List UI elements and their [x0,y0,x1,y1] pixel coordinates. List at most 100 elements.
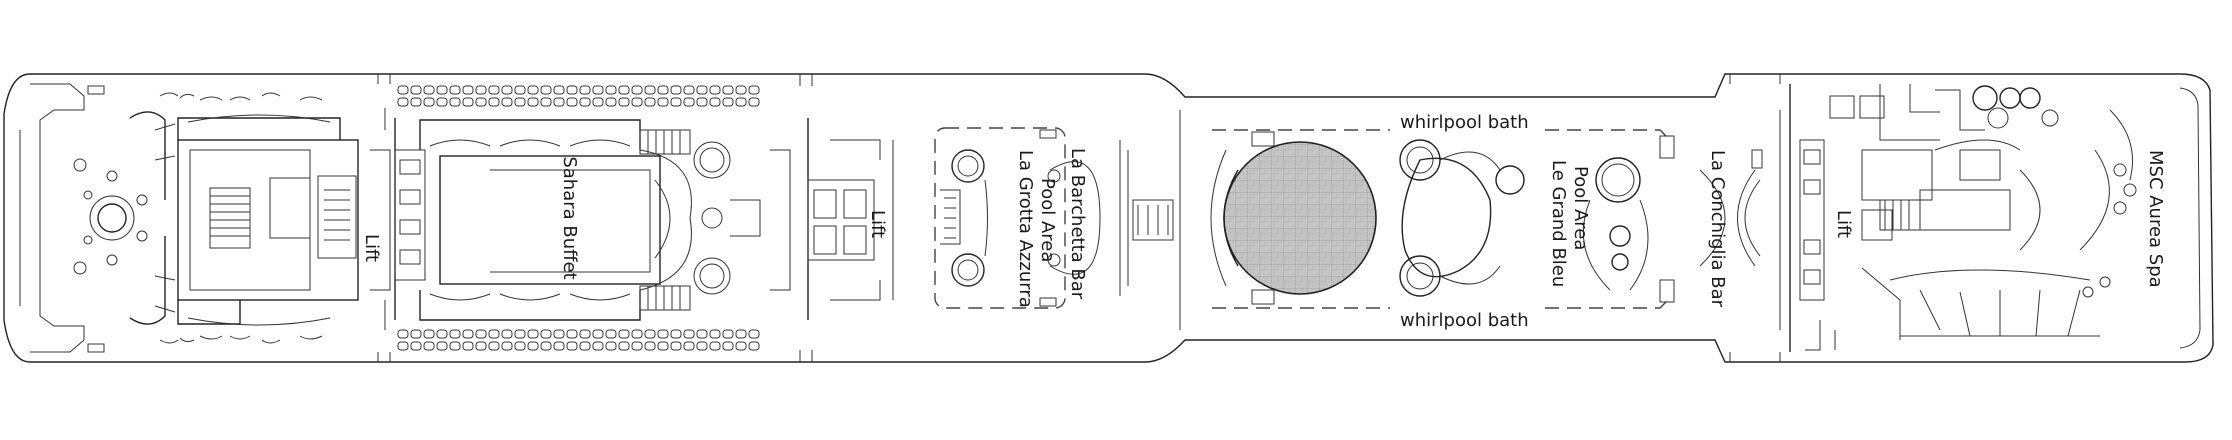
seat-icon [722,341,734,351]
seat-icon [722,85,734,95]
seat-icon [670,329,682,339]
aurea-spa-label: MSC Aurea Spa [2145,150,2166,288]
seat-icon [683,85,695,95]
seat-icon [683,97,695,107]
seat-icon [553,97,565,107]
whirlpool-icon [1495,165,1525,195]
stairs-icon [639,129,691,155]
seat-icon [436,341,448,351]
seat-icon [488,97,500,107]
seat-icon [722,97,734,107]
conchiglia-bar [1699,110,1781,330]
whirlpool-bath-label-bottom: whirlpool bath [1400,310,1529,331]
seat-icon [488,329,500,339]
seat-icon [462,329,474,339]
seat-icon [553,85,565,95]
seat-icon [449,97,461,107]
seat-icon [618,85,630,95]
pool-icon [1401,157,1492,278]
seat-icon [631,329,643,339]
seat-icon [501,85,513,95]
seat-icon [696,329,708,339]
seat-icon [423,341,435,351]
seat-icon [488,85,500,95]
seat-icon [462,85,474,95]
seat-icon [722,329,734,339]
seat-icon [735,85,747,95]
seat-icon [514,85,526,95]
seat-icon [449,85,461,95]
seat-icon [605,97,617,107]
seat-icon [592,329,604,339]
restroom-icon [1039,129,1057,139]
seat-icon [501,329,513,339]
lift-label-2: Lift [867,210,888,238]
seat-icon [748,85,760,95]
table-with-chairs-icon [73,158,148,275]
seat-icon [605,329,617,339]
seat-icon [397,97,409,107]
lift-lobby [807,118,894,320]
seat-icon [540,97,552,107]
seat-icon [644,341,656,351]
seat-icon [449,329,461,339]
seat-icon [618,97,630,107]
seat-icon [748,341,760,351]
seat-icon [579,329,591,339]
restroom-icon [1039,297,1057,307]
grotta-azzurra-pool-area [934,127,1066,309]
seat-icon [566,85,578,95]
seat-icon [423,85,435,95]
seat-icon [735,97,747,107]
seat-icon [553,341,565,351]
hull-bays [377,74,1781,362]
pool-icon [1223,141,1377,295]
seat-icon [488,341,500,351]
whirlpool-icon [951,253,985,287]
seat-icon [605,85,617,95]
seat-icon [657,85,669,95]
stairs-icon [1251,289,1275,305]
restroom-icon [87,85,105,95]
seat-icon [683,329,695,339]
buffet-seating [394,85,760,351]
spa-area [1789,84,2137,352]
restroom-icon [87,343,105,353]
seat-icon [527,97,539,107]
seat-icon [475,341,487,351]
lift-label-3: Lift [1833,210,1854,238]
seat-icon [631,85,643,95]
seat-icon [709,329,721,339]
seat-icon [475,97,487,107]
ship-hull-outline [3,73,2214,363]
seat-icon [670,97,682,107]
forward-lounge [19,83,359,353]
seat-icon [618,341,630,351]
seat-icon [566,329,578,339]
seat-icon [475,329,487,339]
barchetta-bar-label: La Barchetta Bar [1067,148,1088,300]
lift-label-1: Lift [361,234,382,262]
seat-icon [540,329,552,339]
sahara-buffet-label: Sahara Buffet [559,156,580,279]
whirlpool-icon [1611,253,1629,271]
seat-icon [436,329,448,339]
stairs-icon [1879,199,1921,231]
whirlpool-bath-label-top: whirlpool bath [1400,112,1529,133]
barchetta-bar [1039,129,1101,307]
seat-icon [644,329,656,339]
stairs-icon [1251,131,1275,147]
seat-icon [748,97,760,107]
seat-icon [605,341,617,351]
stairs-icon [209,187,251,249]
seat-icon [579,341,591,351]
seat-icon [462,97,474,107]
seat-icon [475,85,487,95]
whirlpool-icon [2019,87,2041,109]
seat-icon [748,329,760,339]
seat-icon [423,329,435,339]
seat-icon [527,341,539,351]
seat-icon [735,329,747,339]
seat-icon [436,97,448,107]
